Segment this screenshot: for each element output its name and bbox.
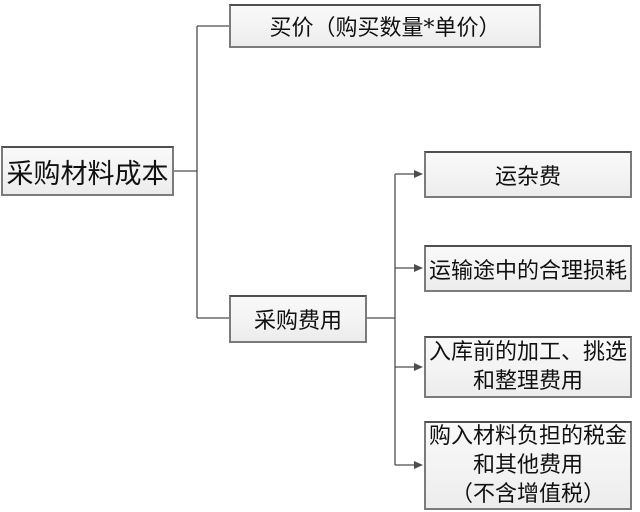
node-buy-price: 买价（购买数量*单价） xyxy=(229,4,541,48)
node-taxes-other-fees-label: 购入材料负担的税金 和其他费用 （不含增值税） xyxy=(428,424,627,507)
node-pre-storage-processing-fees-label: 入库前的加工、挑选 和整理费用 xyxy=(428,340,627,394)
node-freight-misc-fees: 运杂费 xyxy=(424,151,632,198)
node-transport-reasonable-loss: 运输途中的合理损耗 xyxy=(424,245,632,292)
node-pre-storage-processing-fees: 入库前的加工、挑选 和整理费用 xyxy=(424,336,632,398)
node-taxes-other-fees: 购入材料负担的税金 和其他费用 （不含增值税） xyxy=(424,421,632,510)
node-buy-price-label: 买价（购买数量*单价） xyxy=(269,16,501,41)
node-purchase-material-cost-label: 采购材料成本 xyxy=(6,158,169,190)
node-procurement-expenses-label: 采购费用 xyxy=(253,309,342,334)
node-procurement-expenses: 采购费用 xyxy=(229,295,367,343)
node-transport-reasonable-loss-label: 运输途中的合理损耗 xyxy=(428,258,627,284)
node-freight-misc-fees-label: 运杂费 xyxy=(494,164,561,190)
node-purchase-material-cost: 采购材料成本 xyxy=(1,146,174,196)
